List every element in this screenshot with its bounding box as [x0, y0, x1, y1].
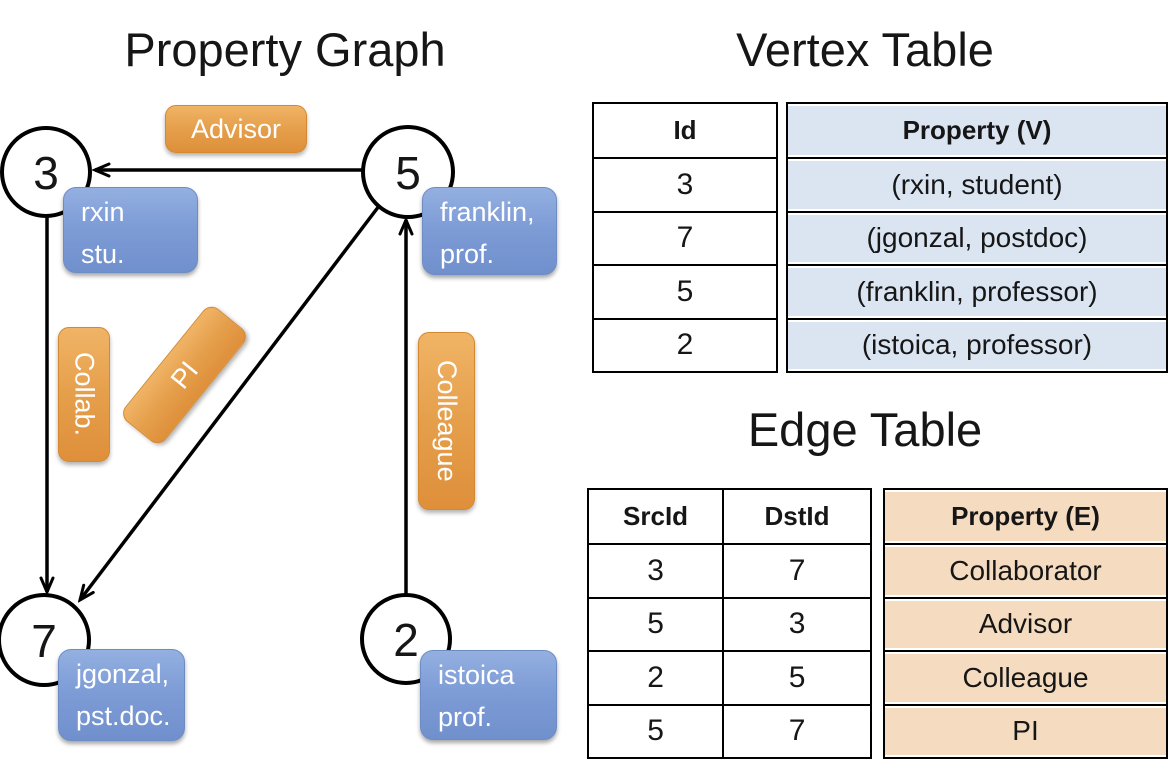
vertex-row-property: (istoica, professor) [788, 317, 1166, 371]
node-label-line2: stu. [81, 239, 125, 269]
vertex-row-property: (jgonzal, postdoc) [788, 210, 1166, 265]
edge-table-header-dstid: DstId [722, 490, 870, 544]
edge-table-property-column: Property (E) Collaborator Advisor Collea… [883, 488, 1168, 759]
edge-row-dstid: 7 [722, 543, 870, 597]
edge-label-advisor: Advisor [165, 105, 307, 153]
edge-5-to-7-pi [80, 204, 381, 600]
vertex-table-title: Vertex Table [736, 23, 994, 76]
vertex-row-id: 3 [594, 157, 776, 210]
edge-table-header-property: Property (E) [885, 490, 1166, 544]
edge-label-colleague: Colleague [418, 332, 475, 510]
graph-edges-canvas [0, 125, 455, 687]
vertex-table-header-property: Property (V) [788, 104, 1166, 158]
node-label-jgonzal: jgonzal, pst.doc. [58, 649, 185, 741]
edge-row-dstid: 5 [722, 650, 870, 704]
node-label-line2: pst.doc. [76, 701, 171, 731]
node-label-line2: prof. [438, 702, 493, 732]
edge-row-property: Advisor [885, 596, 1166, 651]
vertex-id-7: 7 [31, 615, 57, 667]
edge-row-dstid: 7 [722, 703, 870, 757]
node-label-franklin: franklin, prof. [422, 187, 557, 275]
vertex-id-2: 2 [393, 614, 419, 666]
vertex-table-id-column: Id 3 7 5 2 [592, 102, 778, 373]
vertex-row-id: 2 [594, 317, 776, 371]
node-label-line1: rxin [81, 197, 125, 227]
node-label-line2: prof. [440, 239, 495, 269]
edge-row-property: PI [885, 703, 1166, 757]
vertex-table-property-column: Property (V) (rxin, student) (jgonzal, p… [786, 102, 1168, 373]
edge-row-srcid: 3 [589, 543, 723, 596]
node-label-line1: istoica [438, 660, 515, 690]
node-label-line1: jgonzal, [76, 659, 170, 689]
edge-row-dstid: 3 [722, 596, 870, 651]
node-label-line1: franklin, [440, 197, 535, 227]
vertex-table-header-id: Id [673, 115, 697, 146]
edge-table-title: Edge Table [747, 403, 983, 456]
edge-row-srcid: 5 [589, 703, 723, 757]
node-label-istoica: istoica prof. [420, 650, 557, 740]
vertex-row-property: (franklin, professor) [788, 264, 1166, 318]
edge-row-property: Collaborator [885, 543, 1166, 597]
vertex-id-3: 3 [33, 147, 59, 199]
edge-label-collab: Collab. [58, 327, 110, 462]
edge-row-property: Colleague [885, 650, 1166, 704]
vertex-row-property: (rxin, student) [788, 157, 1166, 211]
edge-row-srcid: 5 [589, 596, 723, 650]
edge-table-src-dst-columns: SrcId DstId 3 7 5 3 2 5 5 7 [587, 488, 872, 759]
property-graph-title: Property Graph [124, 23, 446, 76]
edge-row-srcid: 2 [589, 650, 723, 703]
vertex-id-5: 5 [395, 147, 421, 199]
node-label-rxin: rxin stu. [63, 187, 198, 273]
vertex-row-id: 7 [594, 210, 776, 264]
edge-table-header-srcid: SrcId [623, 501, 689, 532]
vertex-row-id: 5 [594, 264, 776, 317]
